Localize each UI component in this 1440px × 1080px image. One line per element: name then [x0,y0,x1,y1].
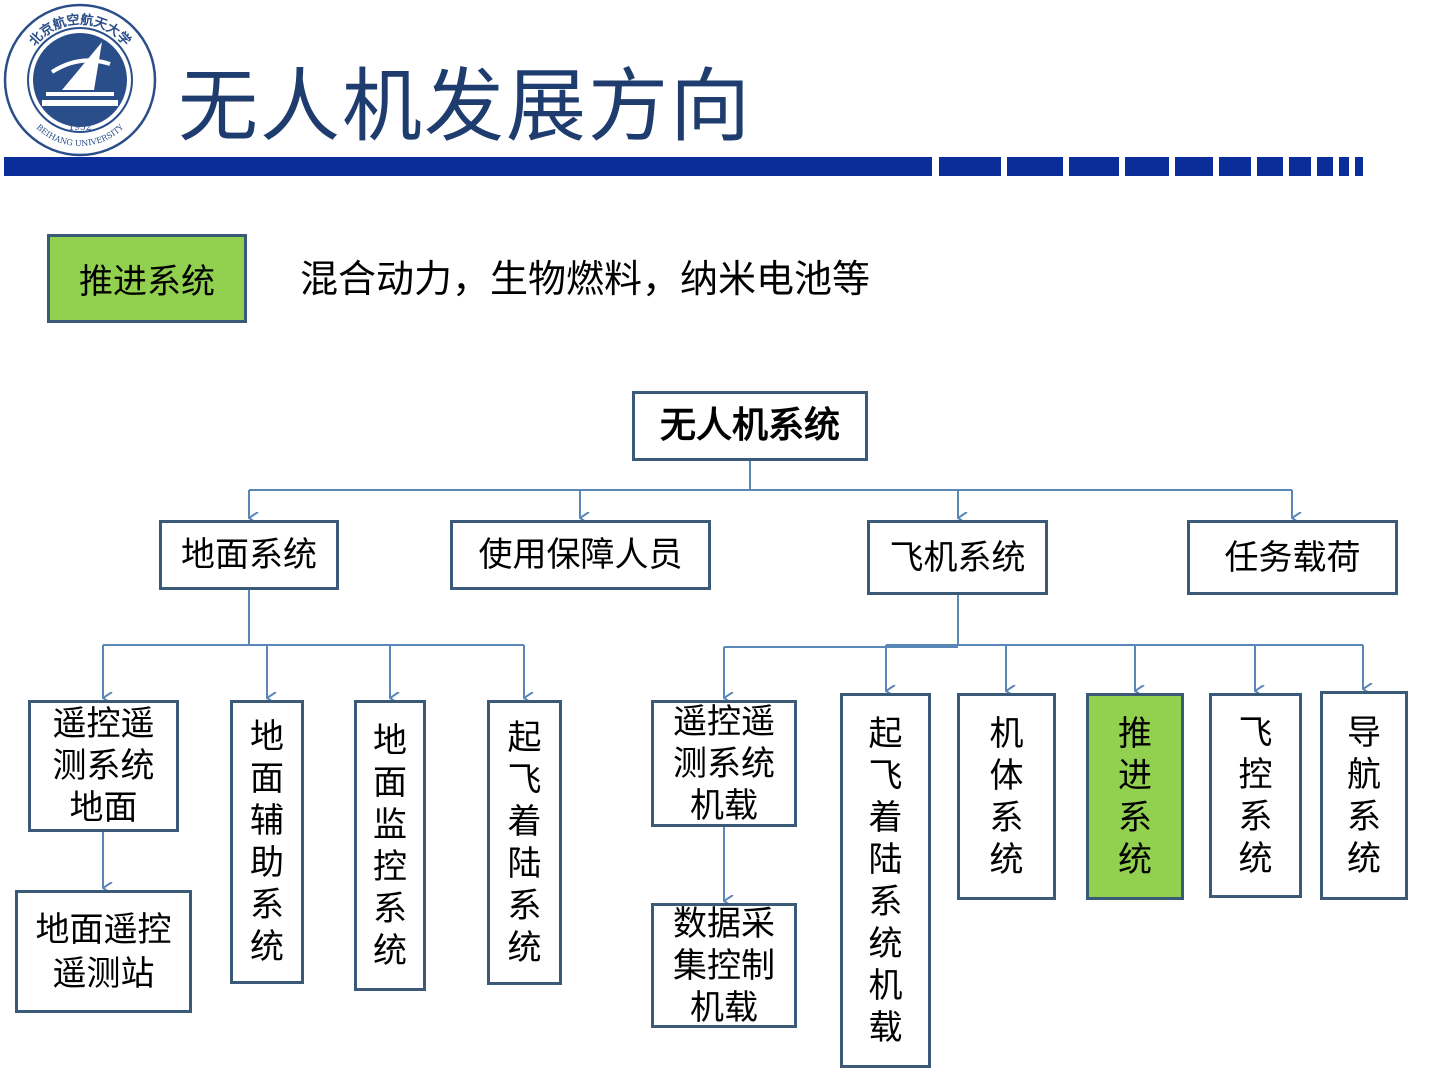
node-airframe: 机体系统 [957,693,1056,900]
node-mission-payload: 任务载荷 [1187,520,1398,595]
connector-aircraft-bus [724,644,1363,648]
propulsion-tag: 推进系统 [47,234,247,323]
node-root: 无人机系统 [632,391,868,461]
svg-text:1952: 1952 [69,123,92,133]
node-aircraft-system: 飞机系统 [867,520,1048,595]
propulsion-description: 混合动力，生物燃料，纳米电池等 [300,257,871,301]
node-takeoff-landing-airborne: 起飞着陆系统机载 [840,693,931,1068]
node-tt-ground: 遥控遥测系统地面 [28,700,179,832]
propulsion-tag-label: 推进系统 [79,262,215,302]
node-support-personnel: 使用保障人员 [450,520,711,590]
node-flight-control: 飞控系统 [1209,693,1302,898]
node-propulsion: 推进系统 [1086,693,1184,900]
node-ground-aux: 地面辅助系统 [230,700,304,984]
node-ground-system: 地面系统 [159,520,339,590]
node-tt-airborne: 遥控遥测系统机载 [651,700,797,827]
node-ground-tt-station: 地面遥控遥测站 [15,890,192,1013]
slide-title: 无人机发展方向 [178,60,752,153]
node-takeoff-landing: 起飞着陆系统 [487,700,562,985]
node-data-acquisition: 数据采集控制机载 [651,903,797,1028]
node-navigation: 导航系统 [1320,691,1408,900]
node-ground-monitor: 地面监控系统 [354,700,426,991]
beihang-logo: 北京航空航天大学 BEIHANG UNIVERSITY 1952 [3,3,157,157]
